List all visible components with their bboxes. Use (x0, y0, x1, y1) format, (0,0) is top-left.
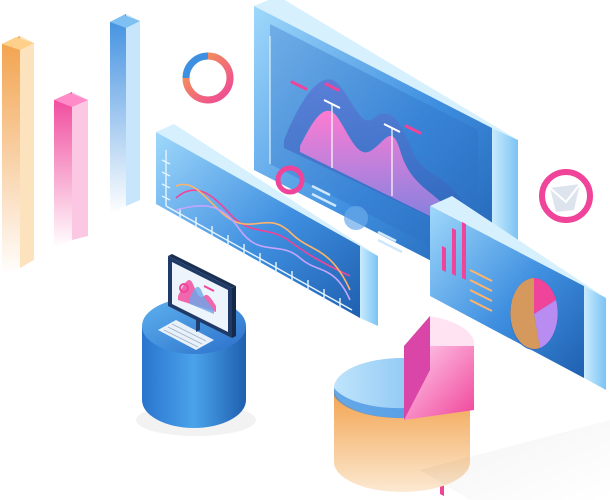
pie-slice-highlight (404, 316, 475, 420)
series-line-2 (175, 183, 351, 291)
monitor-icon (168, 254, 236, 338)
blue-bar (110, 14, 140, 214)
series-line-1 (175, 189, 351, 277)
mail-icon (539, 169, 593, 223)
mini-bar-chart (442, 222, 466, 280)
donut-chart-icon (182, 52, 234, 104)
mini-circle-icon (344, 206, 368, 230)
pie-chart-panel (430, 196, 606, 497)
area-series-front (300, 110, 450, 226)
pink-bar (54, 92, 88, 248)
keyboard-icon (158, 320, 214, 350)
mini-ring-icon (275, 165, 305, 195)
panel-pie-chart (510, 278, 558, 350)
series-line-3 (175, 205, 351, 301)
desk-with-computer (136, 254, 256, 436)
line-chart-panel (156, 124, 378, 326)
orange-bar (2, 36, 34, 276)
